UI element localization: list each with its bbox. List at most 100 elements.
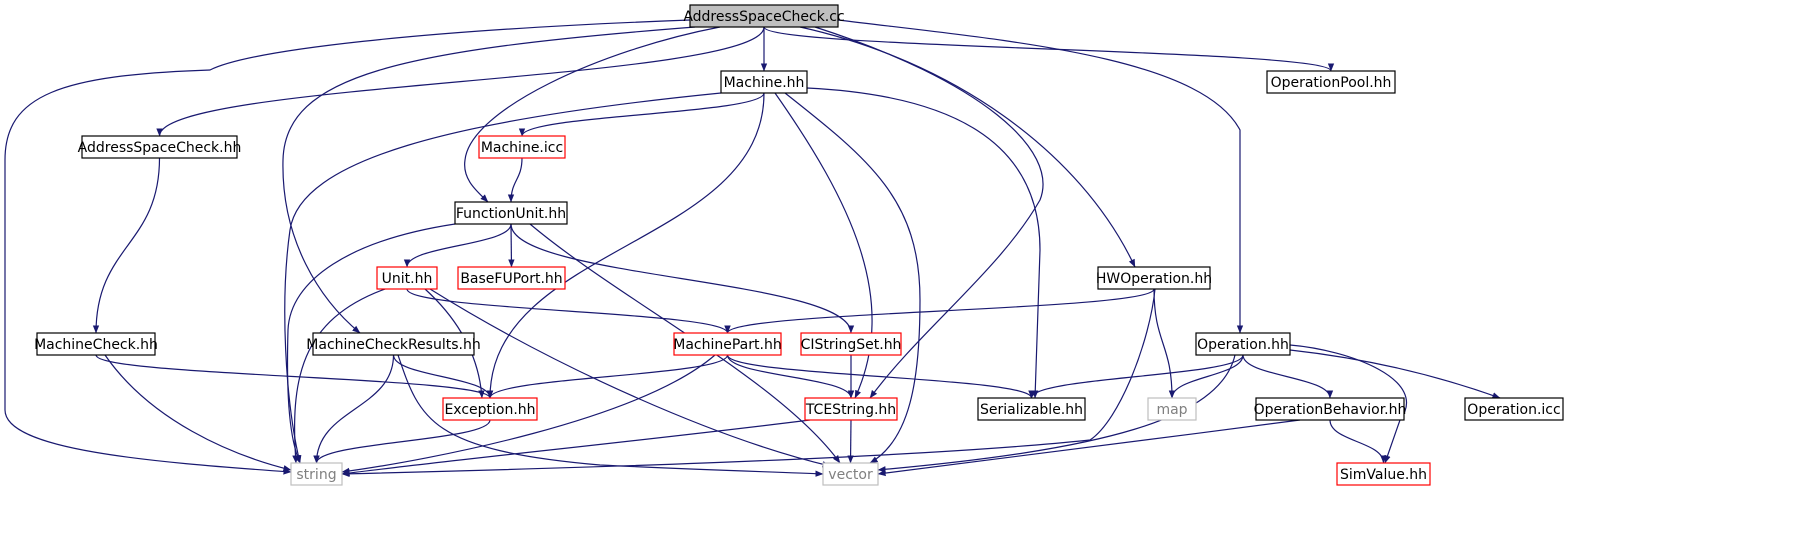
edge-machinepart_hh-to-exception_hh	[486, 354, 729, 399]
edge-machinepart_hh-to-tcestring_hh	[726, 354, 855, 399]
node-addressspacecheck-hh[interactable]: AddressSpaceCheck.hh	[78, 135, 242, 159]
edge-root-to-functionunit_hh	[464, 26, 721, 203]
edge-unit_hh-to-vector	[429, 288, 831, 468]
node-box	[822, 462, 879, 486]
node-operationbehavior-hh[interactable]: OperationBehavior.hh	[1254, 397, 1407, 421]
node-vector[interactable]: vector	[822, 462, 879, 486]
edge-hwoperation_hh-to-string	[341, 288, 1156, 478]
node-serializable-hh[interactable]: Serializable.hh	[977, 397, 1086, 421]
node-operation-icc[interactable]: Operation.icc	[1464, 397, 1564, 421]
node-box	[81, 135, 238, 159]
node-label: TCEString.hh	[805, 402, 896, 418]
node-box	[800, 332, 902, 356]
node-label: MachinePart.hh	[673, 337, 781, 353]
edge-layer	[4, 19, 1501, 478]
edge-functionunit_hh-to-basefuport_hh	[508, 223, 515, 268]
edge-machine_hh-to-serializable_hh	[806, 87, 1041, 399]
edge-machine_hh-to-vector	[784, 92, 921, 464]
edge-machinecheckresults_hh-to-string	[313, 354, 395, 464]
edge-machine_hh-to-tcestring_hh	[774, 92, 873, 399]
edge-operation_hh-to-vector	[877, 354, 1236, 473]
node-box	[312, 332, 475, 356]
edge-addressspacecheck_hh-to-machinecheck_hh	[92, 157, 161, 334]
edge-machinepart_hh-to-serializable_hh	[726, 354, 1035, 399]
edge-operation_hh-to-map	[1168, 354, 1244, 399]
node-label: Machine.icc	[481, 140, 563, 156]
node-label: map	[1156, 402, 1187, 418]
node-box	[689, 4, 839, 28]
edge-tcestring_hh-to-string	[341, 419, 811, 477]
node-box	[457, 266, 566, 290]
node-functionunit-hh[interactable]: FunctionUnit.hh	[454, 201, 568, 225]
edge-unit_hh-to-string	[292, 288, 386, 464]
node-machine-hh[interactable]: Machine.hh	[720, 70, 808, 94]
edge-root-to-machinecheckresults_hh	[282, 26, 696, 334]
node-box	[376, 266, 438, 290]
node-exception-hh[interactable]: Exception.hh	[442, 397, 538, 421]
node-label: Unit.hh	[382, 271, 433, 287]
node-label: MachineCheck.hh	[34, 337, 158, 353]
node-unit-hh[interactable]: Unit.hh	[376, 266, 438, 290]
node-label: vector	[828, 467, 873, 483]
node-cistringset-hh[interactable]: CIStringSet.hh	[800, 332, 902, 356]
node-label: BaseFUPort.hh	[460, 271, 562, 287]
node-box	[673, 332, 782, 356]
edge-root-to-operationpool_hh	[763, 26, 1335, 72]
edge-machinecheckresults_hh-to-vector	[397, 354, 824, 477]
node-string[interactable]: string	[290, 462, 343, 486]
edge-root-to-hwoperation_hh	[799, 26, 1136, 268]
node-label: string	[296, 467, 336, 483]
node-label: SimValue.hh	[1340, 467, 1427, 483]
node-map[interactable]: map	[1147, 397, 1197, 421]
node-box	[804, 397, 898, 421]
edge-operation_hh-to-serializable_hh	[1028, 354, 1244, 399]
node-root[interactable]: AddressSpaceCheck.cc	[683, 4, 845, 28]
node-label: AddressSpaceCheck.cc	[683, 9, 844, 25]
node-label: Operation.hh	[1197, 337, 1289, 353]
edge-tcestring_hh-to-vector	[847, 419, 854, 464]
node-hwoperation-hh[interactable]: HWOperation.hh	[1096, 266, 1212, 290]
node-box	[36, 332, 156, 356]
node-basefuport-hh[interactable]: BaseFUPort.hh	[457, 266, 566, 290]
node-box	[1464, 397, 1564, 421]
node-machinecheck-hh[interactable]: MachineCheck.hh	[34, 332, 158, 356]
node-label: OperationPool.hh	[1271, 75, 1392, 91]
edge-machinecheck_hh-to-exception_hh	[95, 354, 494, 399]
node-label: Operation.icc	[1467, 402, 1560, 418]
node-label: AddressSpaceCheck.hh	[78, 140, 242, 156]
edge-operation_hh-to-operation_icc	[1289, 349, 1501, 399]
edge-machine_icc-to-functionunit_hh	[507, 157, 523, 203]
edge-root-to-operation_hh	[837, 19, 1244, 334]
node-box	[1266, 70, 1396, 94]
node-box	[478, 135, 566, 159]
edge-hwoperation_hh-to-machinepart_hh	[724, 288, 1155, 334]
edge-machinecheck_hh-to-string	[104, 354, 292, 472]
node-label: MachineCheckResults.hh	[306, 337, 480, 353]
node-box	[290, 462, 343, 486]
edge-functionunit_hh-to-string	[286, 223, 456, 464]
node-operationpool-hh[interactable]: OperationPool.hh	[1266, 70, 1396, 94]
node-box	[1336, 462, 1431, 486]
edge-unit_hh-to-machinepart_hh	[406, 288, 731, 334]
node-machinecheckresults-hh[interactable]: MachineCheckResults.hh	[306, 332, 481, 356]
node-box	[1195, 332, 1291, 356]
node-operation-hh[interactable]: Operation.hh	[1195, 332, 1291, 356]
edge-operation_hh-to-operationbehavior_hh	[1242, 354, 1334, 399]
edge-root-to-string	[4, 19, 691, 475]
node-tcestring-hh[interactable]: TCEString.hh	[804, 397, 898, 421]
node-simvalue-hh[interactable]: SimValue.hh	[1336, 462, 1431, 486]
node-machine-icc[interactable]: Machine.icc	[478, 135, 566, 159]
edge-machine_hh-to-exception_hh	[486, 92, 765, 399]
node-label: OperationBehavior.hh	[1254, 402, 1407, 418]
node-label: Machine.hh	[724, 75, 805, 91]
edge-root-to-tcestring_hh	[814, 26, 1044, 399]
edge-functionunit_hh-to-unit_hh	[403, 223, 512, 268]
node-box	[1097, 266, 1211, 290]
node-label: CIStringSet.hh	[801, 337, 902, 353]
node-machinepart-hh[interactable]: MachinePart.hh	[673, 332, 782, 356]
node-label: FunctionUnit.hh	[456, 206, 566, 222]
node-label: HWOperation.hh	[1096, 271, 1212, 287]
node-box	[720, 70, 808, 94]
